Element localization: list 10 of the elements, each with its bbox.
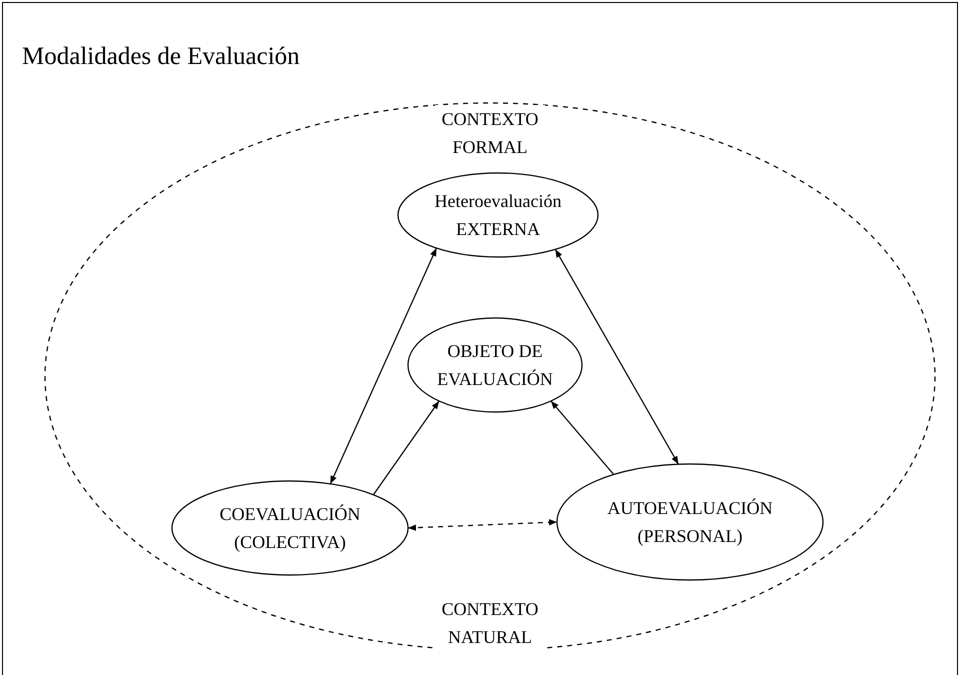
arrow bbox=[408, 519, 558, 531]
node-label: AUTOEVALUACIÓN (PERSONAL) bbox=[606, 497, 774, 548]
arrow bbox=[330, 248, 437, 484]
arrow bbox=[550, 400, 614, 475]
node-label: OBJETO DE EVALUACIÓN bbox=[436, 340, 554, 391]
node-label: Heteroevaluación EXTERNA bbox=[434, 190, 562, 241]
arrow bbox=[372, 400, 440, 496]
node-label: COEVALUACIÓN (COLECTIVA) bbox=[218, 503, 362, 554]
diagram-title: Modalidades de Evaluación bbox=[22, 42, 300, 72]
arrow bbox=[554, 249, 679, 465]
